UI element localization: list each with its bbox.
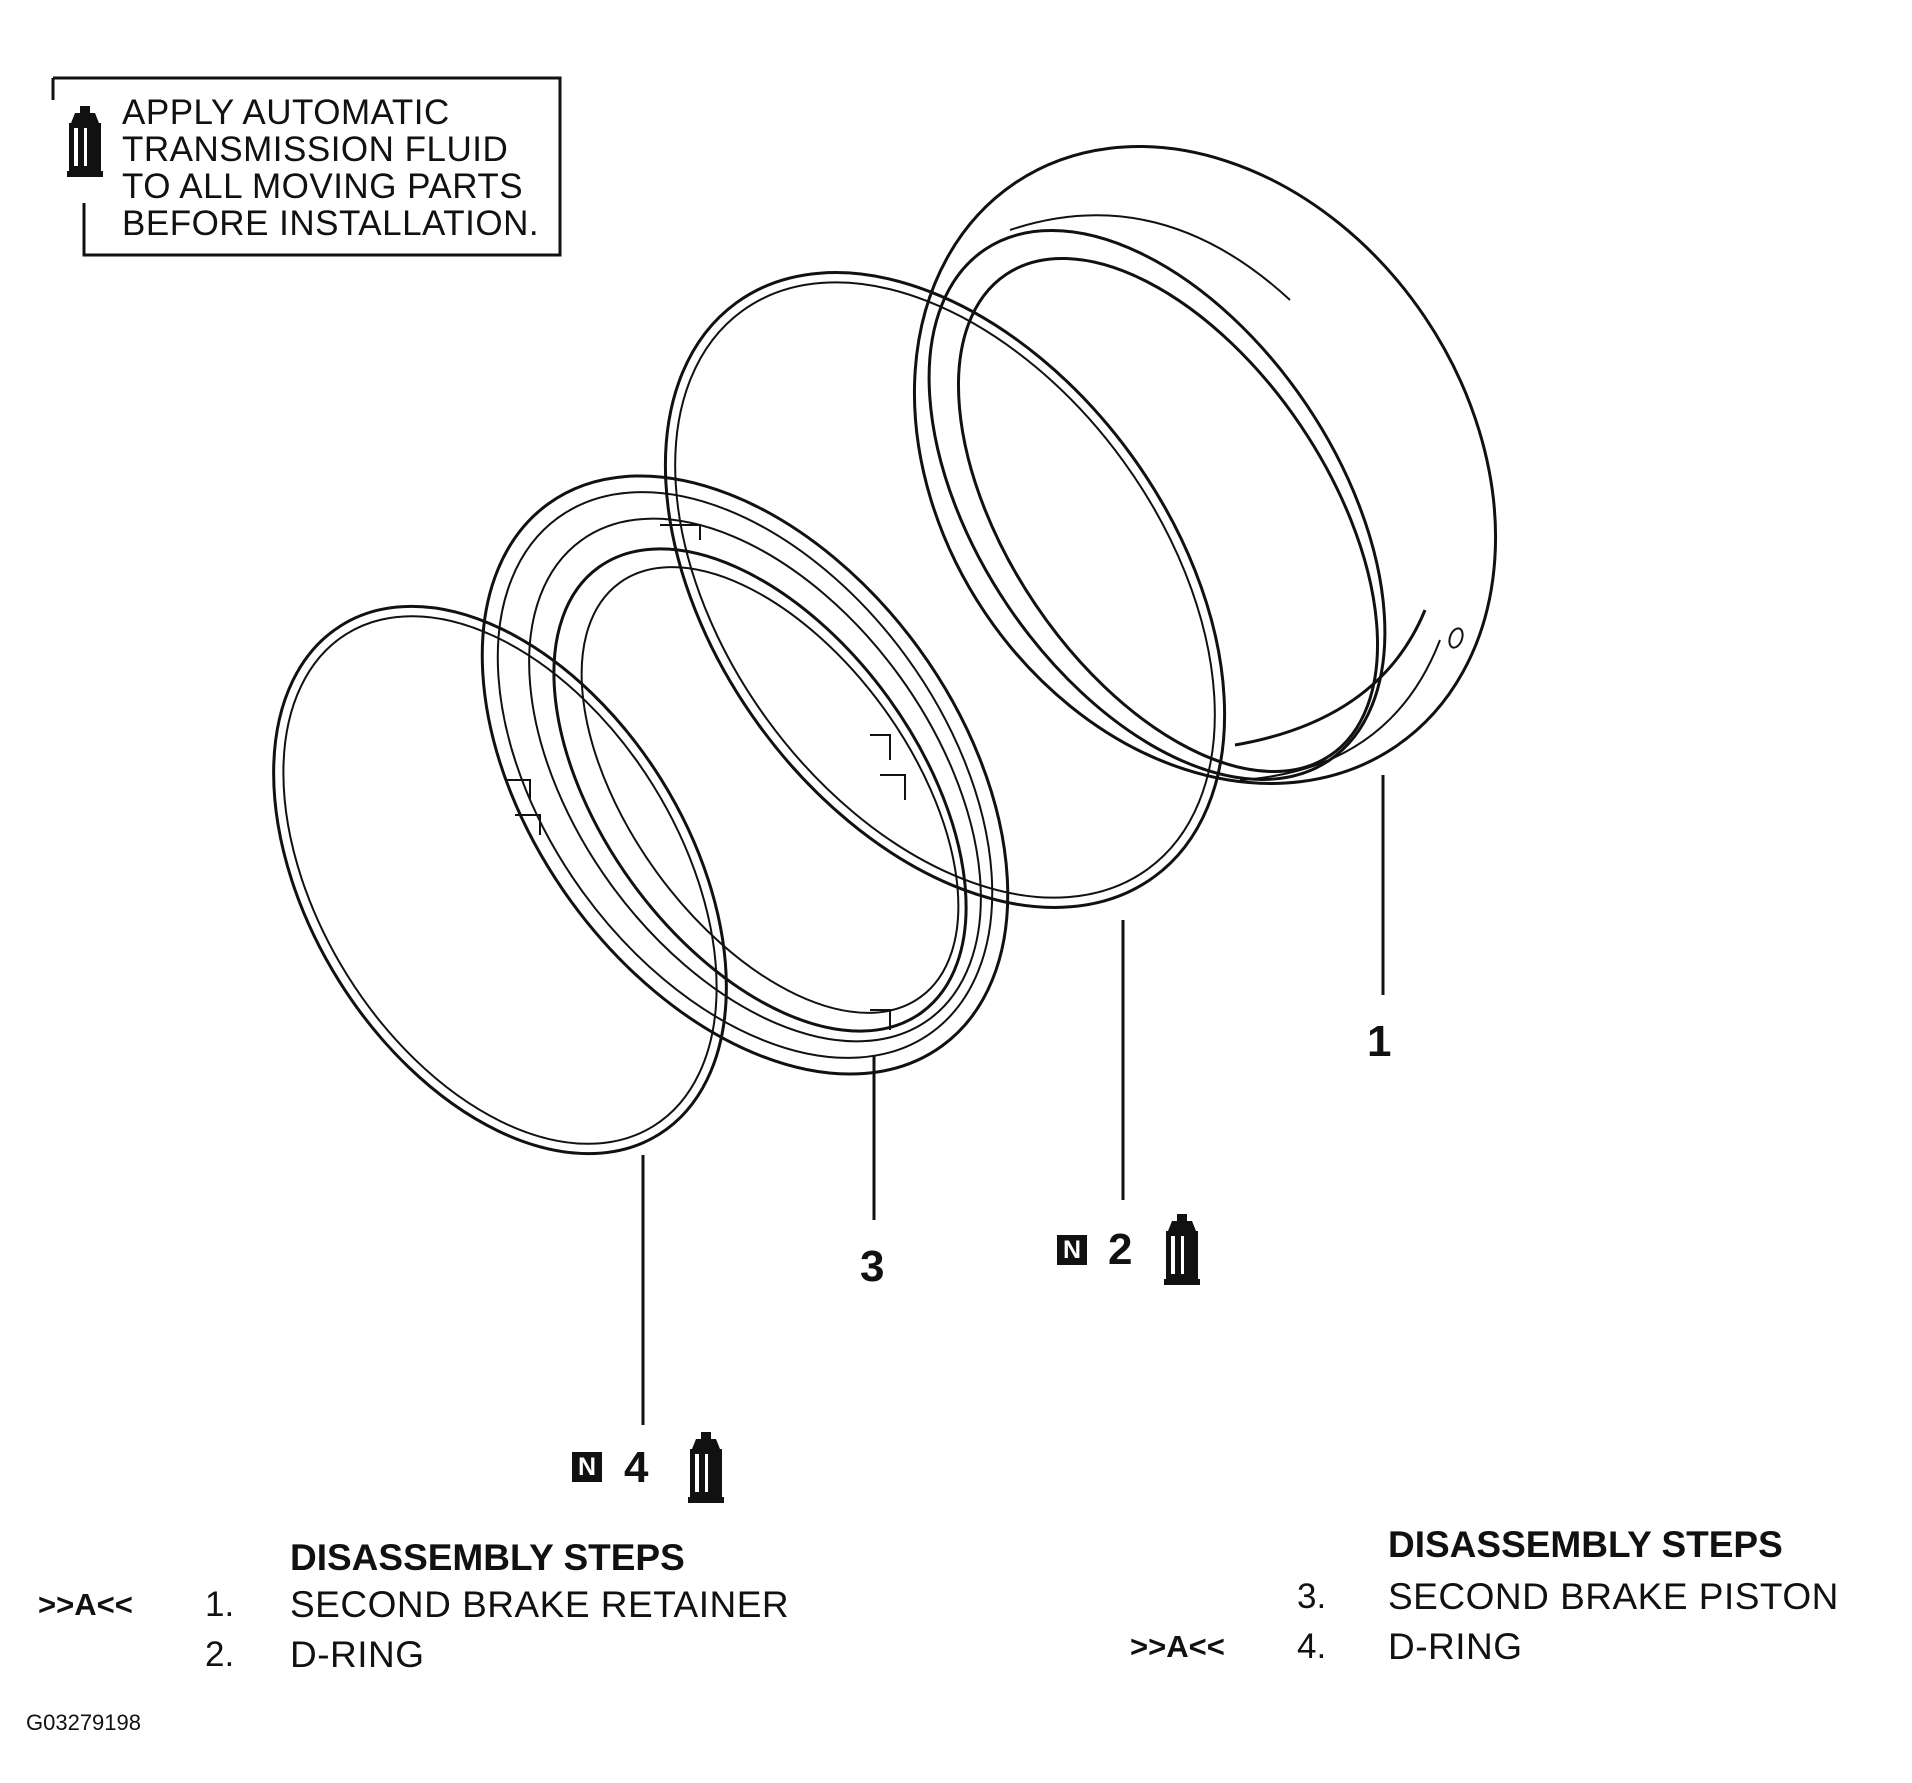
note-line-4: BEFORE INSTALLATION. bbox=[122, 204, 540, 243]
new-part-badge: N bbox=[1057, 1235, 1087, 1265]
step-marker: >>A<< bbox=[38, 1587, 133, 1622]
callout-2: 2 bbox=[1108, 1225, 1133, 1274]
step-text: D-RING bbox=[1388, 1626, 1523, 1667]
callout-4: 4 bbox=[624, 1443, 649, 1492]
step-text: SECOND BRAKE RETAINER bbox=[290, 1584, 790, 1625]
figure-id: G03279198 bbox=[26, 1710, 141, 1735]
step-number: 3. bbox=[1297, 1577, 1327, 1616]
steps-heading-right: DISASSEMBLY STEPS bbox=[1388, 1524, 1783, 1565]
step-number: 2. bbox=[205, 1635, 235, 1674]
step-marker: >>A<< bbox=[1130, 1629, 1225, 1664]
note-line-3: TO ALL MOVING PARTS bbox=[122, 167, 524, 206]
part-3-shape bbox=[480, 474, 1010, 1076]
part-4-shape bbox=[272, 604, 728, 1156]
new-part-badge: N bbox=[572, 1452, 602, 1482]
part-1-shape bbox=[912, 145, 1498, 785]
note-box bbox=[51, 76, 562, 257]
part-2-shape bbox=[663, 271, 1227, 909]
fluid-bottle-icon bbox=[688, 1432, 724, 1503]
fluid-bottle-icon bbox=[67, 106, 103, 177]
step-text: SECOND BRAKE PISTON bbox=[1388, 1576, 1839, 1617]
fluid-bottle-icon bbox=[1164, 1214, 1200, 1285]
callout-1: 1 bbox=[1367, 1017, 1392, 1066]
step-number: 4. bbox=[1297, 1627, 1327, 1666]
note-line-1: APPLY AUTOMATIC bbox=[122, 93, 450, 132]
step-text: D-RING bbox=[290, 1634, 425, 1675]
callout-3: 3 bbox=[860, 1242, 885, 1291]
step-number: 1. bbox=[205, 1585, 235, 1624]
note-line-2: TRANSMISSION FLUID bbox=[122, 130, 509, 169]
steps-heading-left: DISASSEMBLY STEPS bbox=[290, 1537, 685, 1578]
